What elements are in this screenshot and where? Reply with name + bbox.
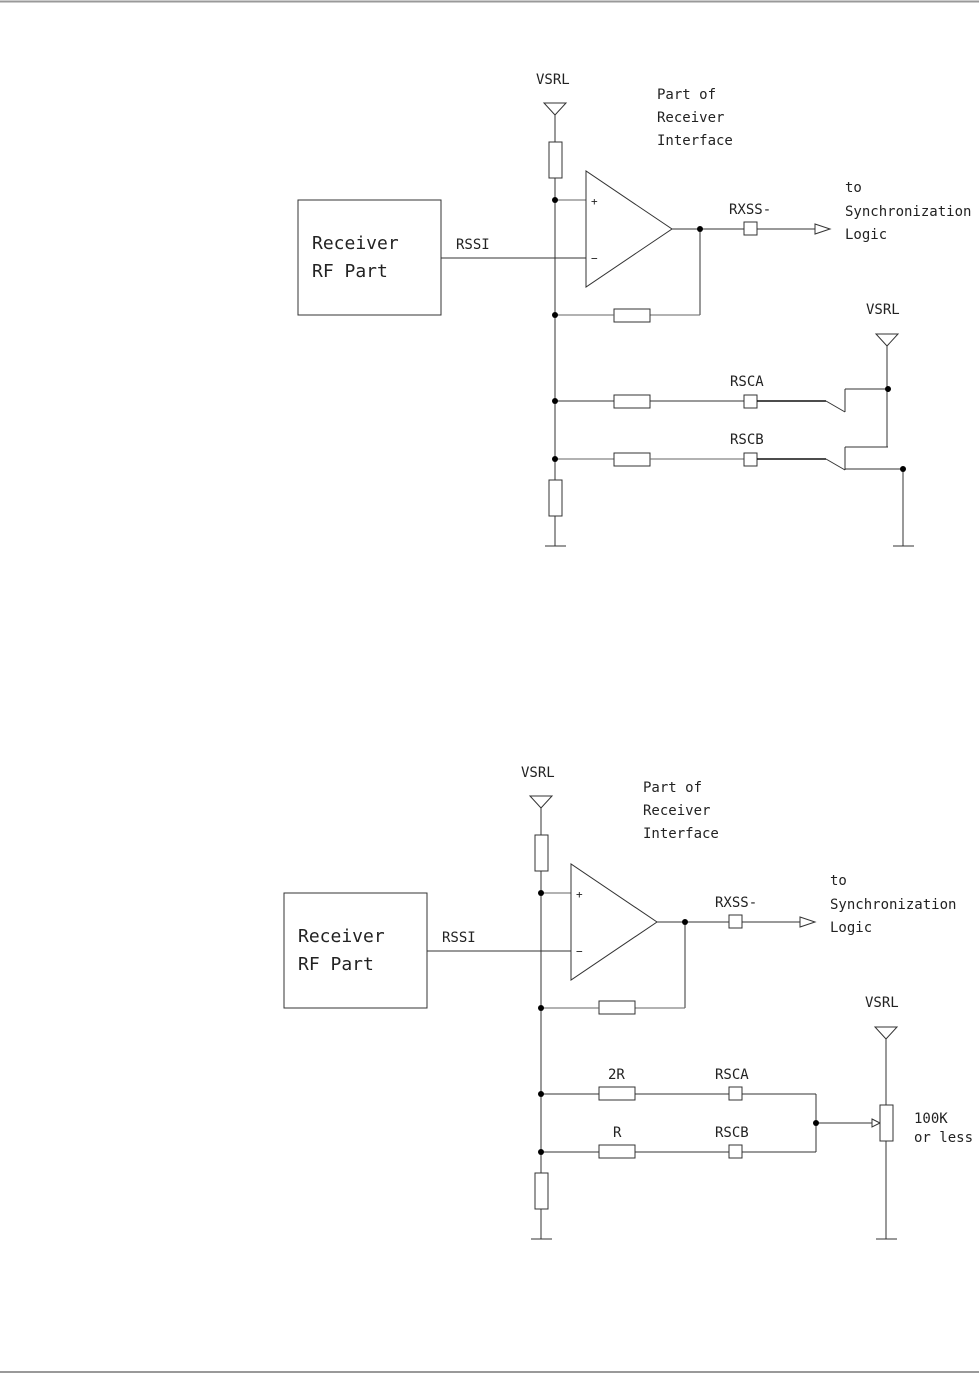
- schematic-diagram-1: VSRL Part of Receiver Interface Receiver…: [298, 72, 971, 546]
- rsca-resistor: [614, 395, 650, 408]
- rxss-label: RXSS-: [715, 895, 757, 911]
- dest-line-2: Synchronization: [830, 897, 956, 913]
- rscb-resistor: [614, 453, 650, 466]
- junction-dot: [538, 1091, 544, 1097]
- junction-dot: [552, 312, 558, 318]
- junction-dot: [538, 890, 544, 896]
- note-line-2: Receiver: [657, 110, 724, 126]
- pullup-resistor: [535, 835, 548, 871]
- junction-dot: [682, 919, 688, 925]
- vsrl-right-label: VSRL: [865, 995, 899, 1011]
- pulldown-resistor: [535, 1173, 548, 1209]
- rscb-label: RSCB: [730, 432, 764, 448]
- comparator-opamp: [586, 171, 672, 287]
- note-line-2: Receiver: [643, 803, 710, 819]
- resistor-2r: [599, 1087, 635, 1100]
- vsrl-top-symbol: [530, 796, 552, 808]
- resistor-r: [599, 1145, 635, 1158]
- schematic-diagram-2: VSRL Part of Receiver Interface Receiver…: [284, 765, 973, 1239]
- pulldown-resistor: [549, 480, 562, 516]
- rsca-label: RSCA: [715, 1067, 749, 1083]
- junction-dot: [900, 466, 906, 472]
- rssi-label: RSSI: [442, 930, 476, 946]
- dest-line-2: Synchronization: [845, 204, 971, 220]
- receiver-label-line-2: RF Part: [312, 261, 388, 282]
- pot-label-line-2: or less: [914, 1130, 973, 1146]
- junction-dot: [552, 197, 558, 203]
- junction-dot: [697, 226, 703, 232]
- note-line-1: Part of: [657, 87, 716, 103]
- opamp-minus-sign: −: [576, 945, 583, 958]
- junction-dot: [813, 1120, 819, 1126]
- dest-line-1: to: [830, 873, 847, 889]
- rscb-pin: [729, 1145, 742, 1158]
- pullup-resistor: [549, 142, 562, 178]
- receiver-rf-block: [284, 893, 427, 1008]
- comparator-opamp: [571, 864, 657, 980]
- rsca-pin: [744, 395, 757, 408]
- opamp-plus-sign: +: [576, 888, 583, 901]
- res-r-label: R: [613, 1125, 622, 1141]
- note-line-1: Part of: [643, 780, 702, 796]
- receiver-label-line-1: Receiver: [298, 926, 385, 947]
- receiver-label-line-1: Receiver: [312, 233, 399, 254]
- switch-b-blade: [826, 459, 845, 470]
- vsrl-right-symbol: [875, 1027, 897, 1039]
- note-line-3: Interface: [643, 826, 719, 842]
- opamp-plus-sign: +: [591, 195, 598, 208]
- vsrl-right-symbol: [876, 334, 898, 346]
- rscb-pin: [744, 453, 757, 466]
- junction-dot: [538, 1005, 544, 1011]
- wiper-arrow: [872, 1119, 880, 1127]
- rxss-pin: [744, 222, 757, 235]
- receiver-rf-block: [298, 200, 441, 315]
- junction-dot: [538, 1149, 544, 1155]
- vsrl-top-label: VSRL: [521, 765, 555, 781]
- rsca-pin: [729, 1087, 742, 1100]
- dest-line-1: to: [845, 180, 862, 196]
- vsrl-right-label: VSRL: [866, 302, 900, 318]
- vsrl-top-symbol: [544, 103, 566, 115]
- dest-line-3: Logic: [830, 920, 872, 936]
- junction-dot: [885, 386, 891, 392]
- rxss-pin: [729, 915, 742, 928]
- junction-dot: [552, 456, 558, 462]
- rscb-label: RSCB: [715, 1125, 749, 1141]
- feedback-resistor: [599, 1001, 635, 1014]
- pot-label-line-1: 100K: [914, 1111, 948, 1127]
- receiver-label-line-2: RF Part: [298, 954, 374, 975]
- potentiometer: [880, 1105, 893, 1141]
- res-2r-label: 2R: [608, 1067, 625, 1083]
- dest-line-3: Logic: [845, 227, 887, 243]
- rssi-label: RSSI: [456, 237, 490, 253]
- switch-a-blade: [826, 401, 845, 412]
- opamp-minus-sign: −: [591, 252, 598, 265]
- rxss-arrow: [815, 224, 830, 234]
- rsca-label: RSCA: [730, 374, 764, 390]
- note-line-3: Interface: [657, 133, 733, 149]
- feedback-resistor: [614, 309, 650, 322]
- junction-dot: [552, 398, 558, 404]
- rxss-arrow: [800, 917, 815, 927]
- vsrl-top-label: VSRL: [536, 72, 570, 88]
- rxss-label: RXSS-: [729, 202, 771, 218]
